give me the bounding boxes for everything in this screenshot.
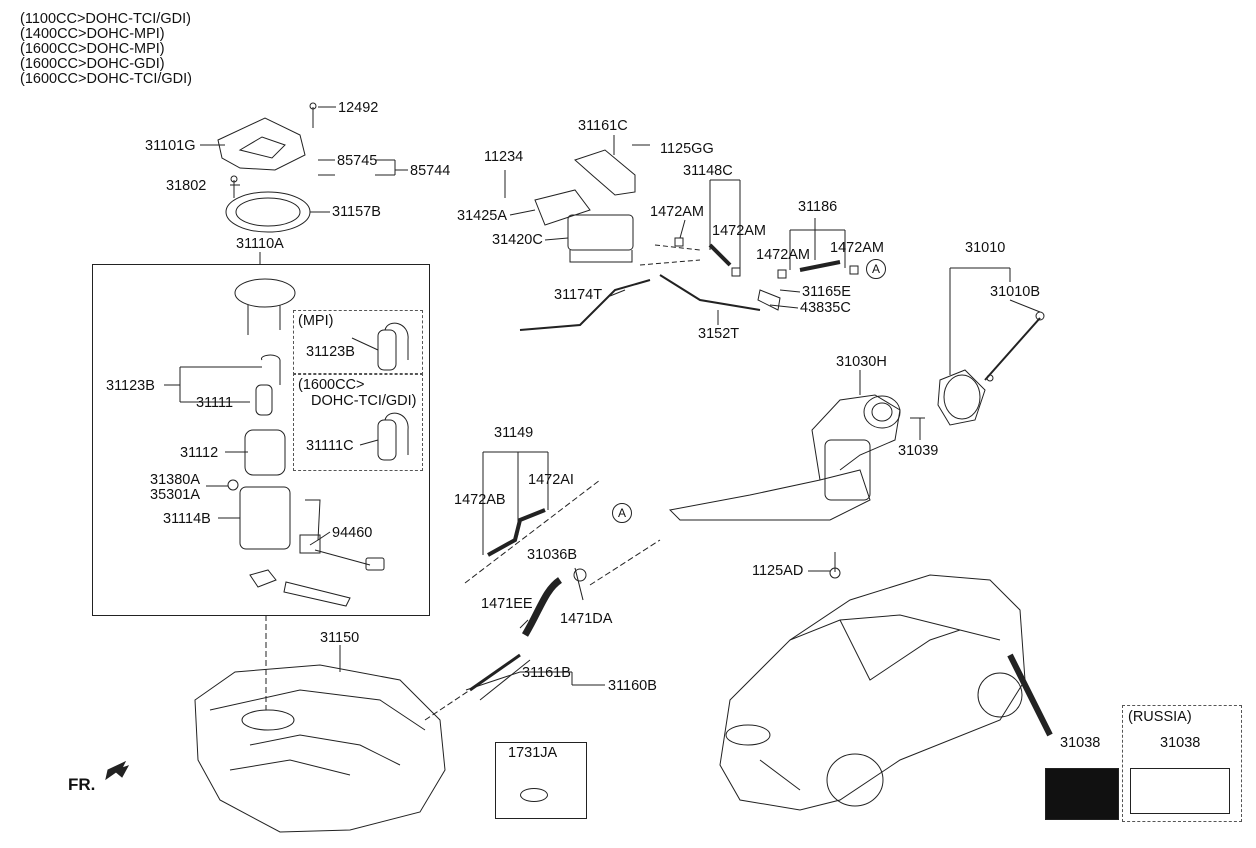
plug-box bbox=[495, 742, 587, 819]
tci-variant-box bbox=[293, 373, 423, 471]
part-1472AB[interactable]: 1472AB bbox=[454, 492, 506, 508]
part-31101G[interactable]: 31101G bbox=[145, 138, 196, 154]
part-31157B[interactable]: 31157B bbox=[332, 204, 381, 220]
fuel-pump-cover-plate bbox=[217, 117, 306, 171]
part-31111[interactable]: 31111 bbox=[196, 395, 234, 411]
pump-flange bbox=[234, 278, 296, 308]
part-85744[interactable]: 85744 bbox=[410, 163, 451, 179]
part-1471EE[interactable]: 1471EE bbox=[481, 596, 533, 612]
part-31123B-mpi[interactable]: 31123B bbox=[306, 344, 355, 360]
part-85745[interactable]: 85745 bbox=[337, 153, 378, 169]
part-31038-b[interactable]: 31038 bbox=[1160, 735, 1201, 751]
plug-icon bbox=[520, 788, 548, 802]
part-31165E[interactable]: 31165E bbox=[802, 284, 851, 300]
part-1472AM-d[interactable]: 1472AM bbox=[830, 240, 885, 256]
part-31030H[interactable]: 31030H bbox=[836, 354, 887, 370]
part-31036B[interactable]: 31036B bbox=[527, 547, 577, 563]
part-31425A[interactable]: 31425A bbox=[457, 208, 507, 224]
part-31420C[interactable]: 31420C bbox=[492, 232, 543, 248]
part-35301A[interactable]: 35301A bbox=[150, 487, 200, 503]
part-31038-a[interactable]: 31038 bbox=[1060, 735, 1101, 751]
part-31186[interactable]: 31186 bbox=[798, 199, 838, 215]
part-31150[interactable]: 31150 bbox=[320, 630, 360, 646]
part-43835C[interactable]: 43835C bbox=[800, 300, 851, 316]
part-31110A[interactable]: 31110A bbox=[236, 236, 284, 252]
part-31010B[interactable]: 31010B bbox=[990, 284, 1040, 300]
fuel-label-sticker-icon bbox=[1045, 768, 1119, 820]
part-31160B[interactable]: 31160B bbox=[608, 678, 657, 694]
part-1471DA[interactable]: 1471DA bbox=[560, 611, 613, 627]
part-31111C[interactable]: 31111C bbox=[306, 438, 354, 454]
part-31161C[interactable]: 31161C bbox=[578, 118, 628, 134]
russia-label-box bbox=[1122, 705, 1242, 822]
part-94460[interactable]: 94460 bbox=[332, 525, 373, 541]
engine-variant-1: (1100CC>DOHC-TCI/GDI) bbox=[20, 11, 191, 27]
callout-a-top: A bbox=[866, 259, 886, 279]
part-1472AM-a[interactable]: 1472AM bbox=[650, 204, 705, 220]
part-11234[interactable]: 11234 bbox=[484, 149, 524, 165]
part-31802[interactable]: 31802 bbox=[166, 178, 207, 194]
engine-variant-3: (1600CC>DOHC-MPI) bbox=[20, 41, 165, 57]
part-3152T[interactable]: 3152T bbox=[698, 326, 740, 342]
fuel-label-russia-icon bbox=[1130, 768, 1230, 814]
filler-neck bbox=[668, 469, 871, 521]
part-1472AI[interactable]: 1472AI bbox=[528, 472, 574, 488]
part-31380A[interactable]: 31380A bbox=[150, 472, 200, 488]
mpi-variant-box bbox=[293, 310, 423, 375]
part-31161B[interactable]: 31161B bbox=[522, 665, 571, 681]
tci-label-2: DOHC-TCI/GDI) bbox=[311, 393, 417, 409]
engine-variant-4: (1600CC>DOHC-GDI) bbox=[20, 56, 165, 72]
part-12492[interactable]: 12492 bbox=[338, 100, 379, 116]
part-1125GG[interactable]: 1125GG bbox=[660, 141, 714, 157]
mpi-label: (MPI) bbox=[298, 313, 334, 329]
part-31148C[interactable]: 31148C bbox=[683, 163, 733, 179]
engine-variant-2: (1400CC>DOHC-MPI) bbox=[20, 26, 165, 42]
part-31039[interactable]: 31039 bbox=[898, 443, 939, 459]
part-1731JA[interactable]: 1731JA bbox=[508, 745, 558, 761]
part-1472AM-c[interactable]: 1472AM bbox=[756, 247, 811, 263]
pump-assembly-box bbox=[92, 264, 430, 616]
callout-a-filler: A bbox=[612, 503, 632, 523]
part-31149[interactable]: 31149 bbox=[494, 425, 534, 441]
part-31114B[interactable]: 31114B bbox=[163, 511, 211, 527]
fuel-tank-outline bbox=[194, 664, 446, 833]
engine-variant-5: (1600CC>DOHC-TCI/GDI) bbox=[20, 71, 193, 87]
part-31010[interactable]: 31010 bbox=[965, 240, 1006, 256]
front-indicator: FR. bbox=[68, 775, 96, 794]
car-outline bbox=[719, 574, 1026, 811]
russia-label: (RUSSIA) bbox=[1128, 709, 1192, 725]
part-31123B[interactable]: 31123B bbox=[106, 378, 155, 394]
tci-label-1: (1600CC> bbox=[298, 377, 365, 393]
part-31174T[interactable]: 31174T bbox=[554, 287, 603, 303]
part-1125AD[interactable]: 1125AD bbox=[752, 563, 804, 579]
part-1472AM-b[interactable]: 1472AM bbox=[712, 223, 767, 239]
part-31112[interactable]: 31112 bbox=[180, 445, 219, 461]
